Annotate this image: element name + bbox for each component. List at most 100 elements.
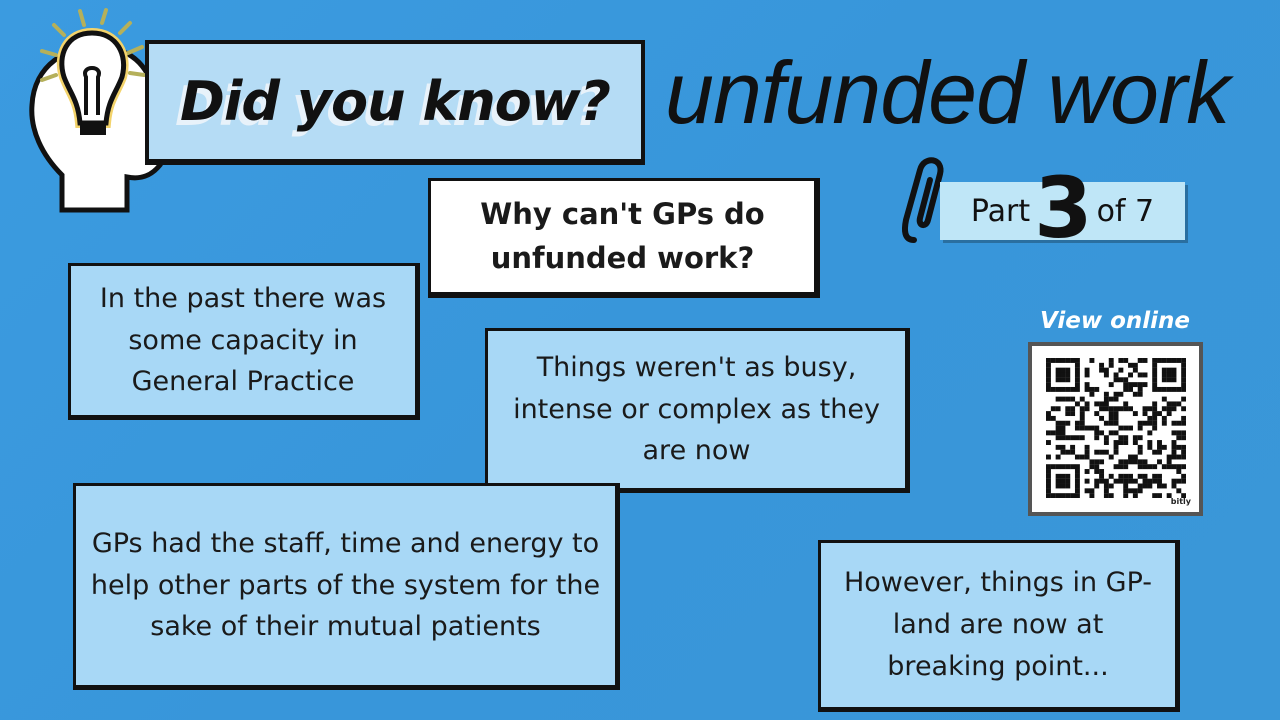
page-title: unfunded work <box>665 43 1230 142</box>
qr-module <box>1132 478 1138 484</box>
qr-module <box>1050 415 1056 421</box>
qr-module <box>1103 406 1109 412</box>
card-staff-time-energy: GPs had the staff, time and energy to he… <box>73 483 620 690</box>
qr-module <box>1046 473 1051 479</box>
qr-module <box>1166 493 1172 498</box>
qr-code[interactable]: bitly <box>1028 342 1203 516</box>
qr-module <box>1181 377 1186 383</box>
qr-module <box>1176 420 1182 426</box>
qr-module <box>1099 430 1105 436</box>
qr-module <box>1161 444 1167 450</box>
question-box: Why can't GPs do unfunded work? <box>428 178 820 298</box>
qr-module <box>1181 358 1186 363</box>
qr-module <box>1079 415 1085 421</box>
qr-module <box>1074 454 1080 460</box>
qr-module <box>1046 411 1051 417</box>
qr-module <box>1074 483 1080 489</box>
qr-module <box>1074 372 1080 378</box>
qr-module <box>1050 386 1056 392</box>
qr-module <box>1157 444 1162 450</box>
qr-module <box>1123 464 1129 470</box>
qr-module <box>1128 386 1133 392</box>
qr-module <box>1065 396 1071 402</box>
qr-module <box>1142 473 1148 479</box>
qr-module <box>1108 362 1114 368</box>
qr-module <box>1123 425 1129 431</box>
qr-module <box>1094 401 1100 407</box>
qr-module <box>1157 478 1162 484</box>
qr-module <box>1152 473 1158 479</box>
qr-module <box>1142 464 1148 470</box>
qr-module <box>1108 454 1114 460</box>
qr-module <box>1084 454 1090 460</box>
qr-module <box>1137 459 1143 465</box>
qr-module <box>1176 444 1182 450</box>
qr-module <box>1074 464 1080 470</box>
qr-module <box>1065 358 1071 363</box>
qr-module <box>1176 469 1182 474</box>
qr-module <box>1055 464 1061 470</box>
qr-module <box>1171 444 1177 450</box>
qr-module <box>1166 401 1172 407</box>
qr-module <box>1103 391 1109 397</box>
qr-module <box>1060 396 1066 402</box>
qr-module <box>1060 483 1066 489</box>
qr-module <box>1147 440 1153 445</box>
qr-module <box>1070 386 1076 392</box>
qr-module <box>1147 406 1153 412</box>
qr-module <box>1118 358 1124 363</box>
qr-module <box>1128 459 1133 465</box>
qr-module <box>1157 473 1162 479</box>
qr-module <box>1094 386 1100 392</box>
qr-module <box>1171 449 1177 455</box>
qr-code-icon <box>1046 358 1186 498</box>
qr-module <box>1128 425 1133 431</box>
qr-module <box>1176 430 1182 436</box>
qr-module <box>1103 440 1109 445</box>
qr-module <box>1099 406 1105 412</box>
qr-module <box>1152 493 1158 498</box>
qr-module <box>1055 425 1061 431</box>
qr-module <box>1171 386 1177 392</box>
qr-module <box>1046 362 1051 368</box>
qr-module <box>1089 488 1095 494</box>
qr-module <box>1152 425 1158 431</box>
qr-module <box>1060 425 1066 431</box>
qr-module <box>1070 435 1076 441</box>
qr-module <box>1094 469 1100 474</box>
qr-module <box>1065 478 1071 484</box>
qr-module <box>1065 435 1071 441</box>
qr-module <box>1113 415 1119 421</box>
qr-module <box>1171 430 1177 436</box>
qr-module <box>1142 420 1148 426</box>
head-with-lightbulb-icon <box>29 8 167 213</box>
qr-module <box>1065 367 1071 373</box>
qr-module <box>1137 420 1143 426</box>
qr-module <box>1113 406 1119 412</box>
qr-module <box>1171 478 1177 484</box>
qr-module <box>1074 420 1080 426</box>
qr-module <box>1079 454 1085 460</box>
qr-module <box>1094 425 1100 431</box>
qr-module <box>1079 425 1085 431</box>
qr-module <box>1181 449 1186 455</box>
qr-module <box>1074 362 1080 368</box>
qr-module <box>1147 464 1153 470</box>
qr-module <box>1060 449 1066 455</box>
qr-module <box>1137 425 1143 431</box>
qr-module <box>1065 449 1071 455</box>
qr-module <box>1137 358 1143 363</box>
qr-module <box>1113 449 1119 455</box>
qr-module <box>1137 488 1143 494</box>
part-suffix: of 7 <box>1096 193 1155 229</box>
qr-module <box>1108 382 1114 388</box>
qr-module <box>1060 444 1066 450</box>
qr-module <box>1099 367 1105 373</box>
qr-module <box>1142 406 1148 412</box>
qr-module <box>1099 459 1105 465</box>
qr-module <box>1074 377 1080 383</box>
qr-module <box>1118 473 1124 479</box>
qr-module <box>1094 459 1100 465</box>
qr-module <box>1142 478 1148 484</box>
qr-module <box>1089 391 1095 397</box>
